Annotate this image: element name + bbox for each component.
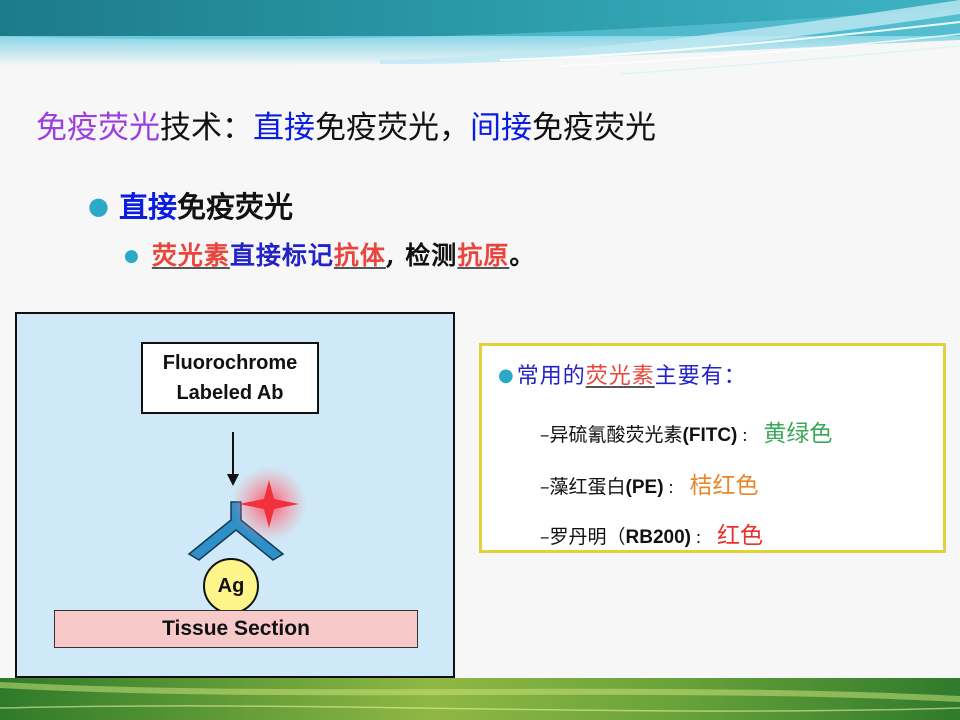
row-name: –异硫氰酸荧光素 [540,424,683,446]
title-part-2: 技术： [160,110,253,146]
row-color-text: 黄绿色 [763,421,833,447]
bullet-dot-icon: ● [124,246,140,266]
desc-seg-6: 。 [509,241,536,270]
top-banner [0,0,960,75]
row-abbr: (FITC) [682,425,738,446]
row-name: –罗丹明（ [540,526,626,548]
fluorescein-info-box: ●常用的荧光素主要有： –异硫氰酸荧光素(FITC)：黄绿色 –藻红蛋白(PE)… [479,343,946,553]
row-color-text: 桔红色 [689,473,759,499]
label-line-1: Fluorochrome [162,352,298,374]
row-abbr: (PE) [625,477,664,498]
row-abbr: RB200) [625,527,691,548]
desc-seg-1: 荧光素 [151,241,230,270]
label-line-2: Labeled Ab [176,382,284,404]
row-colon: ： [667,481,682,497]
bullet-description: ● 荧光素直接标记抗体, 检测抗原。 [124,236,535,272]
bullet-direct-strong: 直接 [118,190,177,224]
title-part-6: 免疫荧光 [532,110,656,146]
fluorochrome-star-icon [239,480,299,528]
title-part-4: 免疫荧光， [315,110,470,146]
info-head-post: 主要有： [654,364,747,389]
direct-if-diagram: Fluorochrome Labeled Ab Ag Tissue Sectio… [15,312,455,678]
diagram-graphics [187,432,307,561]
info-heading: ●常用的荧光素主要有： [498,358,747,390]
arrow-head-icon [227,474,239,486]
desc-seg-4: , 检测 [385,241,458,270]
title-part-1: 免疫荧光 [36,110,160,146]
info-head-red: 荧光素 [585,364,655,389]
desc-seg-5: 抗原 [457,241,510,270]
info-row-pe: –藻红蛋白(PE)： 桔红色 [540,466,759,500]
title-part-5: 间接 [470,110,532,146]
row-color-text: 红色 [717,523,763,549]
bullet-direct: ● 直接免疫荧光 [88,184,293,226]
bullet-dot-icon: ● [498,365,515,386]
row-name: –藻红蛋白 [540,476,626,498]
desc-seg-2: 直接标记 [229,241,334,270]
bullet-dot-icon: ● [88,192,109,220]
slide-title: 免疫荧光技术：直接免疫荧光，间接免疫荧光 [36,102,656,147]
antigen-circle: Ag [203,558,259,614]
info-row-fitc: –异硫氰酸荧光素(FITC)： 黄绿色 [540,414,832,448]
bottom-banner [0,678,960,720]
info-row-rb200: –罗丹明（RB200)： 红色 [540,516,763,550]
row-colon: ： [741,429,756,445]
tissue-section-bar: Tissue Section [54,610,418,648]
fluorochrome-label-box: Fluorochrome Labeled Ab [141,342,319,414]
info-head-pre: 常用的 [516,364,586,389]
row-colon: ： [695,531,709,547]
title-part-3: 直接 [253,110,315,146]
desc-seg-3: 抗体 [333,241,386,270]
bullet-direct-rest: 免疫荧光 [176,190,293,224]
